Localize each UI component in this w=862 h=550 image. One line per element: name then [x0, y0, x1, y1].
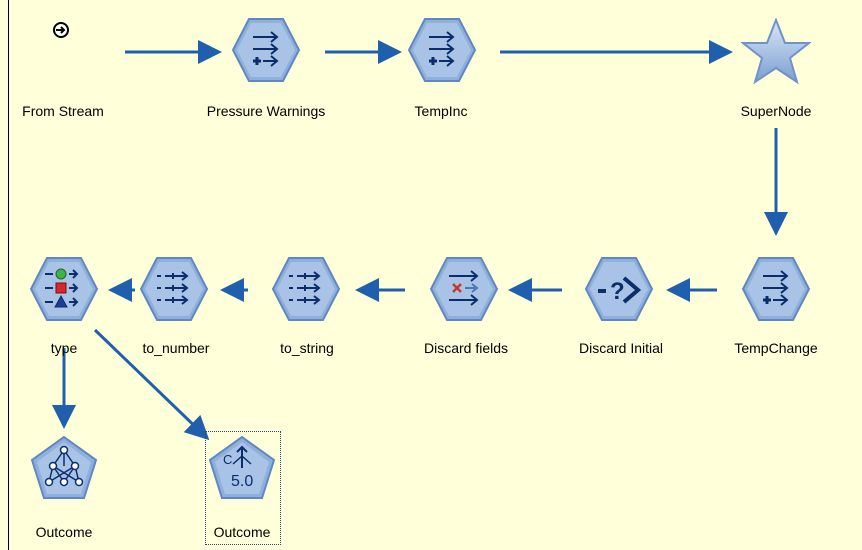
select-icon: ? [584, 257, 654, 321]
type-node[interactable] [29, 254, 99, 324]
supernode-node[interactable] [741, 18, 811, 88]
canvas-left-border [8, 0, 9, 550]
svg-text:?: ? [610, 278, 625, 305]
type-icon [29, 257, 99, 321]
outcome-c50-node[interactable]: C 5.0 [207, 434, 277, 504]
derive-icon [741, 257, 811, 321]
discard-fields-node[interactable] [429, 254, 499, 324]
tempchange-node[interactable] [741, 254, 811, 324]
selection-box [205, 431, 281, 545]
outcome-neural-node[interactable] [29, 434, 99, 504]
filler-icon [139, 257, 209, 321]
to-string-node[interactable] [271, 254, 341, 324]
outcome-c50-label: Outcome [213, 524, 271, 540]
tempinc-label: TempInc [414, 103, 468, 119]
c50-letter: C [223, 452, 232, 467]
to-string-label: to_string [280, 340, 334, 356]
c50-icon: C 5.0 [208, 435, 276, 499]
discard-initial-node[interactable]: ? [584, 254, 654, 324]
neural-net-icon [30, 435, 98, 499]
star-icon [741, 18, 811, 85]
derive-icon [231, 18, 301, 82]
from-stream-icon[interactable] [52, 21, 70, 39]
filler-icon [271, 257, 341, 321]
filter-icon [429, 257, 499, 321]
pressure-warnings-label: Pressure Warnings [206, 103, 326, 119]
outcome-neural-label: Outcome [35, 524, 93, 540]
derive-icon [407, 18, 477, 82]
to-number-node[interactable] [139, 254, 209, 324]
tempchange-label: TempChange [734, 340, 818, 356]
to-number-label: to_number [142, 340, 210, 356]
discard-initial-label: Discard Initial [578, 340, 664, 356]
tempinc-node[interactable] [407, 15, 477, 85]
from-stream-label: From Stream [22, 103, 104, 119]
supernode-label: SuperNode [740, 103, 812, 119]
discard-fields-label: Discard fields [423, 340, 509, 356]
pressure-warnings-node[interactable] [231, 15, 301, 85]
c50-version-text: 5.0 [231, 473, 253, 490]
link-type-outcome-c50 [93, 328, 210, 441]
type-label: type [50, 340, 78, 356]
